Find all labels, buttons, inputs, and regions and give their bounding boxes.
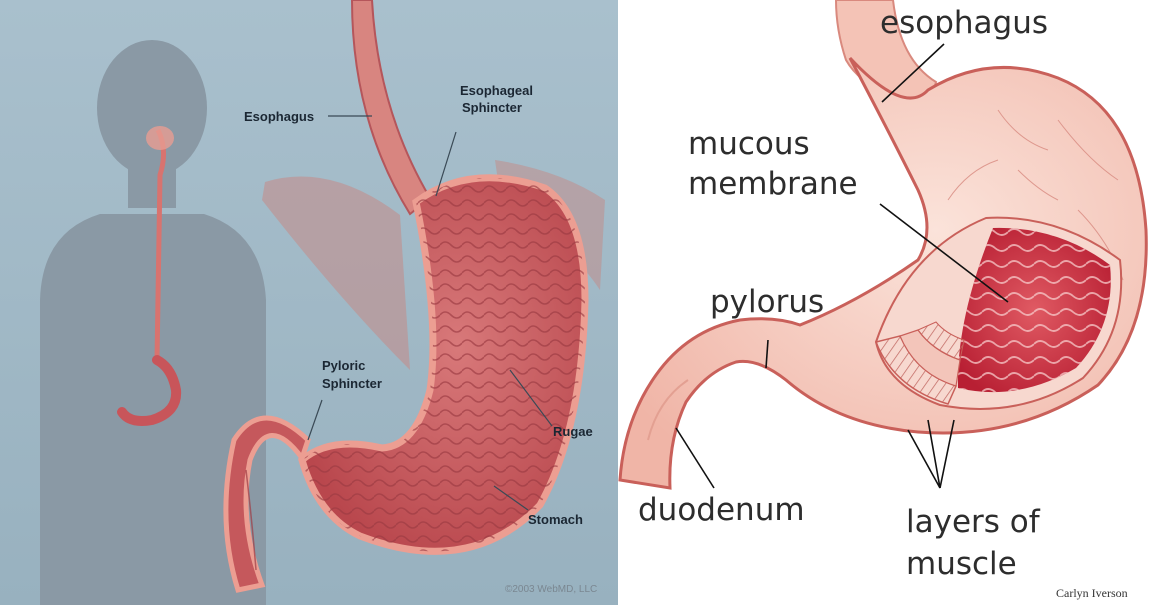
left-diagram-canvas: Esophagus Esophageal Sphincter Pyloric S… [0,0,618,605]
label-stomach: Stomach [528,512,583,527]
left-stomach-illustration: Esophagus Esophageal Sphincter Pyloric S… [0,0,618,605]
label-pyloric-sphincter-line2: Sphincter [322,376,382,391]
right-stomach-illustration: esophagus mucous membrane pylorus duoden… [618,0,1158,605]
label-esophagus-left: Esophagus [244,109,314,124]
right-diagram-canvas: esophagus mucous membrane pylorus duoden… [618,0,1158,605]
label-layers-line1: layers of [906,504,1041,540]
label-esophageal-sphincter-line2: Sphincter [462,100,522,115]
artist-signature: Carlyn Iverson [1056,586,1128,600]
copyright-notice: ©2003 WebMD, LLC [505,584,597,595]
label-esophagus-right: esophagus [880,5,1048,41]
label-mucous-line1: mucous [688,126,810,162]
label-layers-line2: muscle [906,546,1017,582]
label-mucous-line2: membrane [688,166,858,202]
label-rugae: Rugae [553,424,593,439]
label-duodenum: duodenum [638,492,805,528]
label-pyloric-sphincter-line1: Pyloric [322,358,365,373]
label-esophageal-sphincter-line1: Esophageal [460,83,533,98]
label-pylorus: pylorus [710,284,824,320]
